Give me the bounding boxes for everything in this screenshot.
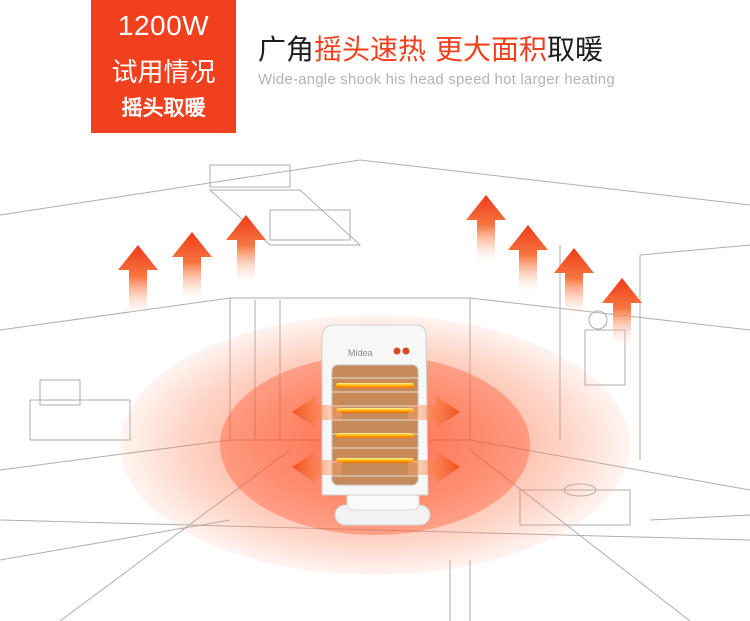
sweep-arrow-left-top bbox=[292, 396, 342, 428]
heat-arrow-6 bbox=[554, 248, 594, 315]
heat-arrow-4 bbox=[466, 195, 506, 262]
headline-part4: 取暖 bbox=[546, 33, 603, 66]
subtitle: Wide-angle shook his head speed hot larg… bbox=[258, 71, 615, 88]
headline-part2: 摇头速热 bbox=[314, 33, 427, 66]
rising-heat-arrows bbox=[118, 195, 642, 345]
feature-label: 摇头取暖 bbox=[121, 96, 206, 120]
sweep-arrow-left-bottom bbox=[292, 451, 342, 483]
sweep-arrows bbox=[292, 396, 460, 483]
heat-arrow-1 bbox=[118, 245, 158, 315]
power-label: 1200W bbox=[117, 10, 210, 41]
headline-part1: 广角 bbox=[258, 33, 315, 66]
heat-arrow-5 bbox=[508, 225, 548, 292]
headline: 广角摇头速热 更大面积取暖 bbox=[258, 28, 603, 68]
promo-badge: 1200W 试用情况 摇头取暖 bbox=[91, 0, 236, 133]
room-illustration: Midea bbox=[0, 159, 750, 621]
sweep-arrow-right-top bbox=[408, 396, 460, 428]
heat-arrow-7 bbox=[602, 278, 642, 345]
headline-part3: 更大面积 bbox=[434, 33, 547, 66]
heat-arrow-3 bbox=[226, 215, 266, 282]
heat-arrow-2 bbox=[172, 232, 212, 300]
trial-label: 试用情况 bbox=[111, 58, 216, 88]
sweep-arrow-right-bottom bbox=[408, 451, 460, 483]
heater-brand: Midea bbox=[348, 348, 373, 358]
heater bbox=[321, 324, 431, 526]
